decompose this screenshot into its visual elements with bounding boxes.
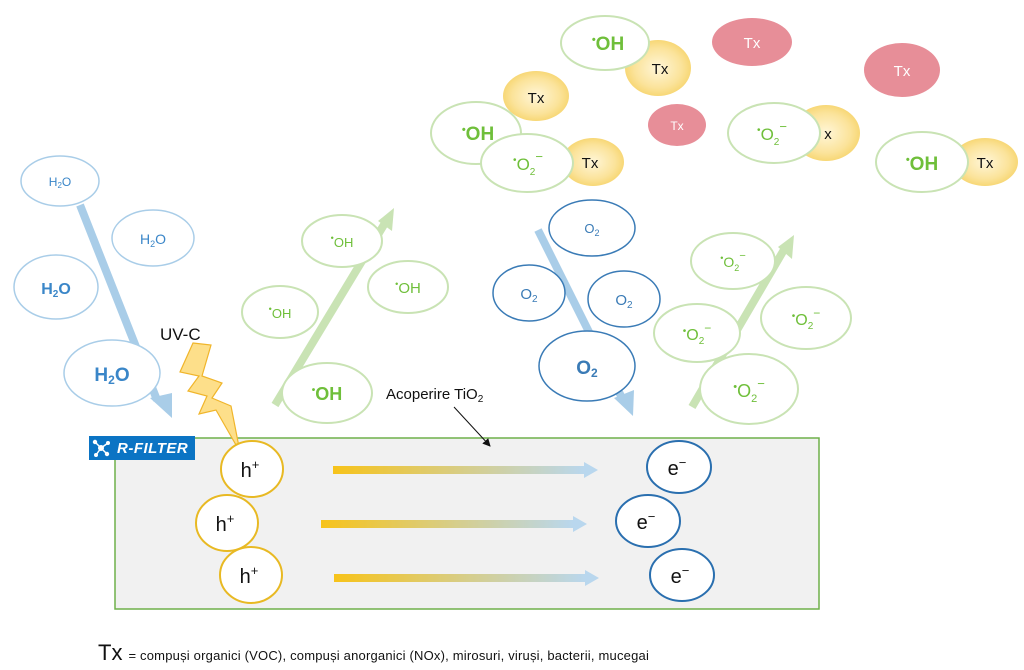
svg-text:•OH: •OH	[906, 154, 938, 175]
coating-pointer-arrow	[453, 406, 491, 447]
oxygen-molecule-1: O2	[548, 199, 636, 257]
svg-text:Tx: Tx	[652, 61, 669, 78]
charge-transfer-arrow-1	[333, 462, 598, 478]
svg-text:•OH: •OH	[592, 34, 624, 55]
logo-text: R-FILTER	[117, 439, 189, 457]
svg-text:•OH: •OH	[331, 233, 354, 250]
charge-transfer-arrow-3	[334, 570, 599, 586]
pollutant-yellow-5: Tx	[952, 138, 1018, 186]
svg-text:•O2−: •O2−	[513, 149, 543, 178]
svg-text:H2O: H2O	[49, 175, 71, 190]
electron-1: e−	[646, 440, 712, 494]
pollutant-pink-2: Tx	[864, 43, 940, 97]
hydroxyl-radical-3: •OH	[875, 131, 969, 193]
pollutant-pink-1: Tx	[712, 18, 792, 66]
svg-text:e−: e−	[668, 455, 687, 480]
lightning-bolt-icon	[179, 342, 241, 453]
oxygen-molecule-4: O2	[538, 330, 636, 402]
svg-text:O2: O2	[584, 221, 599, 238]
svg-text:x: x	[824, 126, 832, 143]
r-filter-logo: R-FILTER	[89, 436, 195, 460]
svg-text:Tx: Tx	[894, 63, 911, 80]
svg-text:H2O: H2O	[41, 281, 71, 300]
svg-text:•O2−: •O2−	[720, 250, 746, 273]
hydroxyl-radical-7: •OH	[281, 362, 373, 424]
superoxide-radical-4: •O2−	[653, 303, 741, 363]
svg-text:O2: O2	[576, 358, 598, 380]
charge-transfer-arrow-2	[321, 516, 587, 532]
superoxide-radical-1: •O2−	[480, 133, 574, 193]
svg-text:•OH: •OH	[462, 124, 494, 145]
pollutant-yellow-2: Tx	[503, 71, 569, 121]
oxygen-molecule-2: O2	[492, 264, 566, 322]
svg-text:Tx: Tx	[582, 155, 599, 172]
oxygen-molecule-3: O2	[587, 270, 661, 328]
svg-text:e−: e−	[671, 563, 690, 588]
svg-text:Tx: Tx	[744, 35, 761, 52]
svg-text:Tx: Tx	[528, 90, 545, 107]
svg-text:h+: h+	[241, 457, 260, 482]
svg-text:e−: e−	[637, 509, 656, 534]
hole-2: h+	[195, 494, 259, 552]
hole-1: h+	[220, 440, 284, 498]
svg-text:•OH: •OH	[395, 279, 421, 297]
hydroxyl-radical-4: •OH	[301, 214, 383, 268]
svg-text:•O2−: •O2−	[757, 119, 787, 148]
superoxide-radical-5: •O2−	[760, 286, 852, 350]
coating-label: Acoperire TiO2	[386, 386, 484, 405]
water-molecule-1: H2O	[20, 155, 100, 207]
superoxide-radical-2: •O2−	[727, 102, 821, 164]
pollutant-yellow-3: Tx	[562, 138, 624, 186]
svg-text:H2O: H2O	[140, 231, 166, 249]
molecule-logo-icon	[89, 436, 113, 460]
superoxide-radical-6: •O2−	[699, 353, 799, 425]
svg-text:•OH: •OH	[312, 384, 343, 404]
svg-text:h+: h+	[240, 563, 259, 588]
svg-text:H2O: H2O	[94, 365, 129, 387]
svg-text:Tx: Tx	[670, 119, 683, 133]
legend-text: = compuși organici (VOC), compuși anorga…	[128, 648, 650, 663]
superoxide-radical-3: •O2−	[690, 232, 776, 290]
svg-text:•O2−: •O2−	[683, 321, 712, 347]
hole-3: h+	[219, 546, 283, 604]
svg-text:•O2−: •O2−	[792, 306, 821, 332]
svg-text:•OH: •OH	[269, 304, 292, 321]
svg-text:O2: O2	[615, 292, 633, 311]
svg-text:•O2−: •O2−	[733, 376, 765, 405]
water-molecule-4: H2O	[63, 339, 161, 407]
water-molecule-3: H2O	[13, 254, 99, 320]
pollutant-pink-3: Tx	[648, 104, 706, 146]
water-molecule-2: H2O	[111, 209, 195, 267]
hydroxyl-radical-6: •OH	[241, 285, 319, 339]
hydroxyl-radical-5: •OH	[367, 260, 449, 314]
uv-label: UV-C	[160, 325, 201, 344]
legend: Tx = compuși organici (VOC), compuși ano…	[98, 640, 649, 666]
svg-text:Tx: Tx	[977, 155, 994, 172]
svg-text:h+: h+	[216, 511, 235, 536]
legend-symbol: Tx	[98, 640, 123, 665]
svg-text:O2: O2	[520, 286, 538, 305]
electron-2: e−	[615, 494, 681, 548]
electron-3: e−	[649, 548, 715, 602]
hydroxyl-radical-1: •OH	[560, 15, 650, 71]
